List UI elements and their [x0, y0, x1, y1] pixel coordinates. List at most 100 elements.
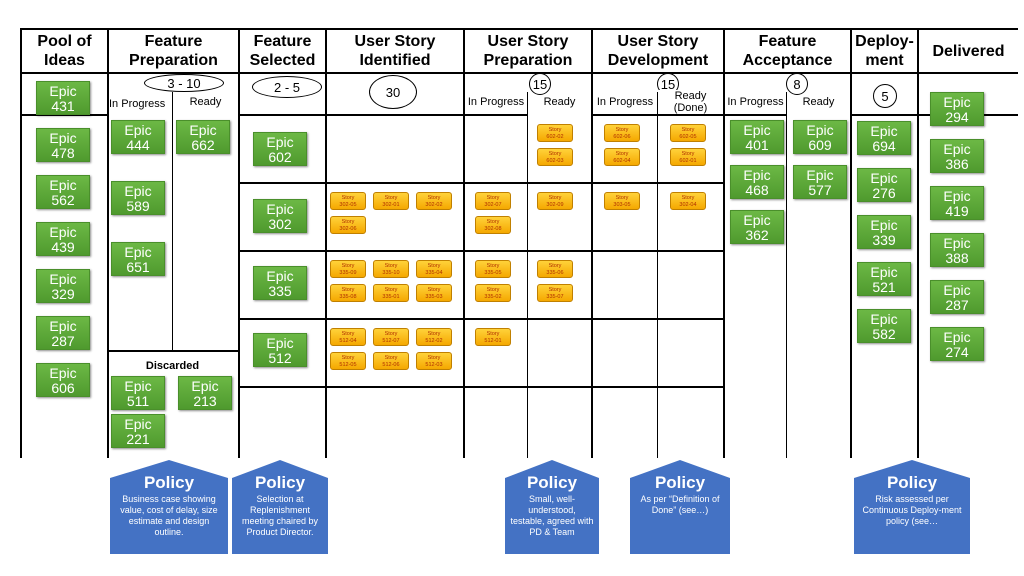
epic-word: Epic [124, 416, 152, 432]
story-number: 302-05 [339, 202, 357, 208]
epic-number: 651 [126, 259, 150, 275]
epic-word: Epic [743, 167, 771, 183]
column-header-dep: Deploy-ment [852, 30, 917, 72]
epic-number: 294 [945, 109, 969, 125]
epic-number: 609 [808, 137, 832, 153]
story-number: 303-05 [613, 202, 631, 208]
policy-text: Business case showing value, cost of del… [120, 494, 218, 537]
epic-word: Epic [266, 268, 294, 284]
sub-label-usd-ready: Ready (Done) [658, 90, 723, 114]
epic-word: Epic [49, 318, 77, 334]
epic-number: 521 [872, 279, 896, 295]
sub-label-fa-ready: Ready [787, 96, 850, 120]
story-number: 602-05 [679, 134, 697, 140]
epic-word: Epic [943, 329, 971, 345]
epic-number: 478 [51, 145, 75, 161]
policy-title: Policy [254, 473, 306, 492]
epic-word: Epic [191, 378, 219, 394]
story-number: 602-04 [613, 158, 631, 164]
swimlane-cell [465, 388, 591, 458]
story-word: Story [548, 195, 562, 201]
column-title: Deploy-ment [855, 33, 914, 69]
story-number: 512-05 [339, 362, 357, 368]
swimlane-cell [593, 320, 723, 386]
epic-number: 419 [945, 203, 969, 219]
policy-title: Policy [886, 473, 938, 492]
sub-divider [786, 92, 787, 458]
epic-word: Epic [49, 177, 77, 193]
epic-word: Epic [49, 83, 77, 99]
epic-word: Epic [870, 311, 898, 327]
wip-limit-fa: 8 [786, 73, 808, 95]
epic-number: 602 [268, 149, 292, 165]
